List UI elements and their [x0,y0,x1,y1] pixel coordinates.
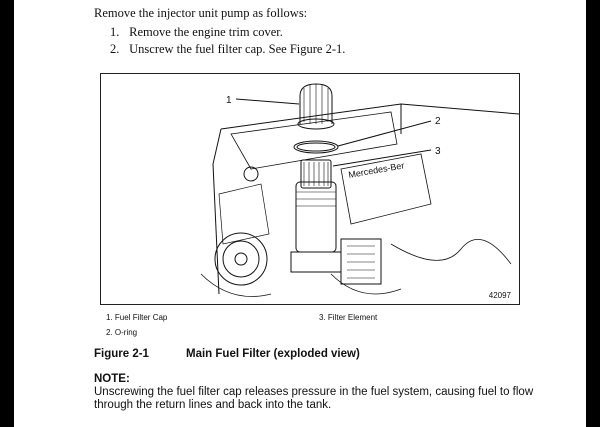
manual-page: Remove the injector unit pump as follows… [14,0,586,427]
figure-title: Main Fuel Filter (exploded view) [186,348,360,360]
step-number: 1. [110,25,120,39]
step-2: 2. Unscrew the fuel filter cap. See Figu… [110,42,345,57]
legend-label: Fuel Filter Cap [114,313,168,322]
note-heading: NOTE: [94,373,130,385]
callout-1: 1 [226,95,232,106]
figure-number: Figure 2-1 [94,348,149,360]
step-number: 2. [110,42,120,56]
legend-label: Filter Element [327,313,378,322]
legend-item-2: 2. O-ring [106,328,137,337]
figure-frame: Mercedes-Ber [100,73,520,305]
legend-number: 2. [106,328,113,337]
step-text: Unscrew the fuel filter cap. See Figure … [129,42,346,56]
step-1: 1. Remove the engine trim cover. [110,25,283,40]
callout-3: 3 [435,146,441,157]
legend-number: 3. [319,313,326,322]
intro-text: Remove the injector unit pump as follows… [94,6,308,20]
callout-2: 2 [435,116,441,127]
fuel-filter-illustration: Mercedes-Ber [200,83,519,297]
legend-label: O-ring [114,328,138,337]
engine-label: Mercedes-Ber [348,160,405,180]
legend-number: 1. [106,313,113,322]
legend-item-3: 3. Filter Element [319,313,377,322]
note-text: Unscrewing the fuel filter cap releases … [94,386,534,411]
legend-item-1: 1. Fuel Filter Cap [106,313,167,322]
figure-ref-number: 42097 [488,291,511,300]
step-text: Remove the engine trim cover. [129,25,283,39]
